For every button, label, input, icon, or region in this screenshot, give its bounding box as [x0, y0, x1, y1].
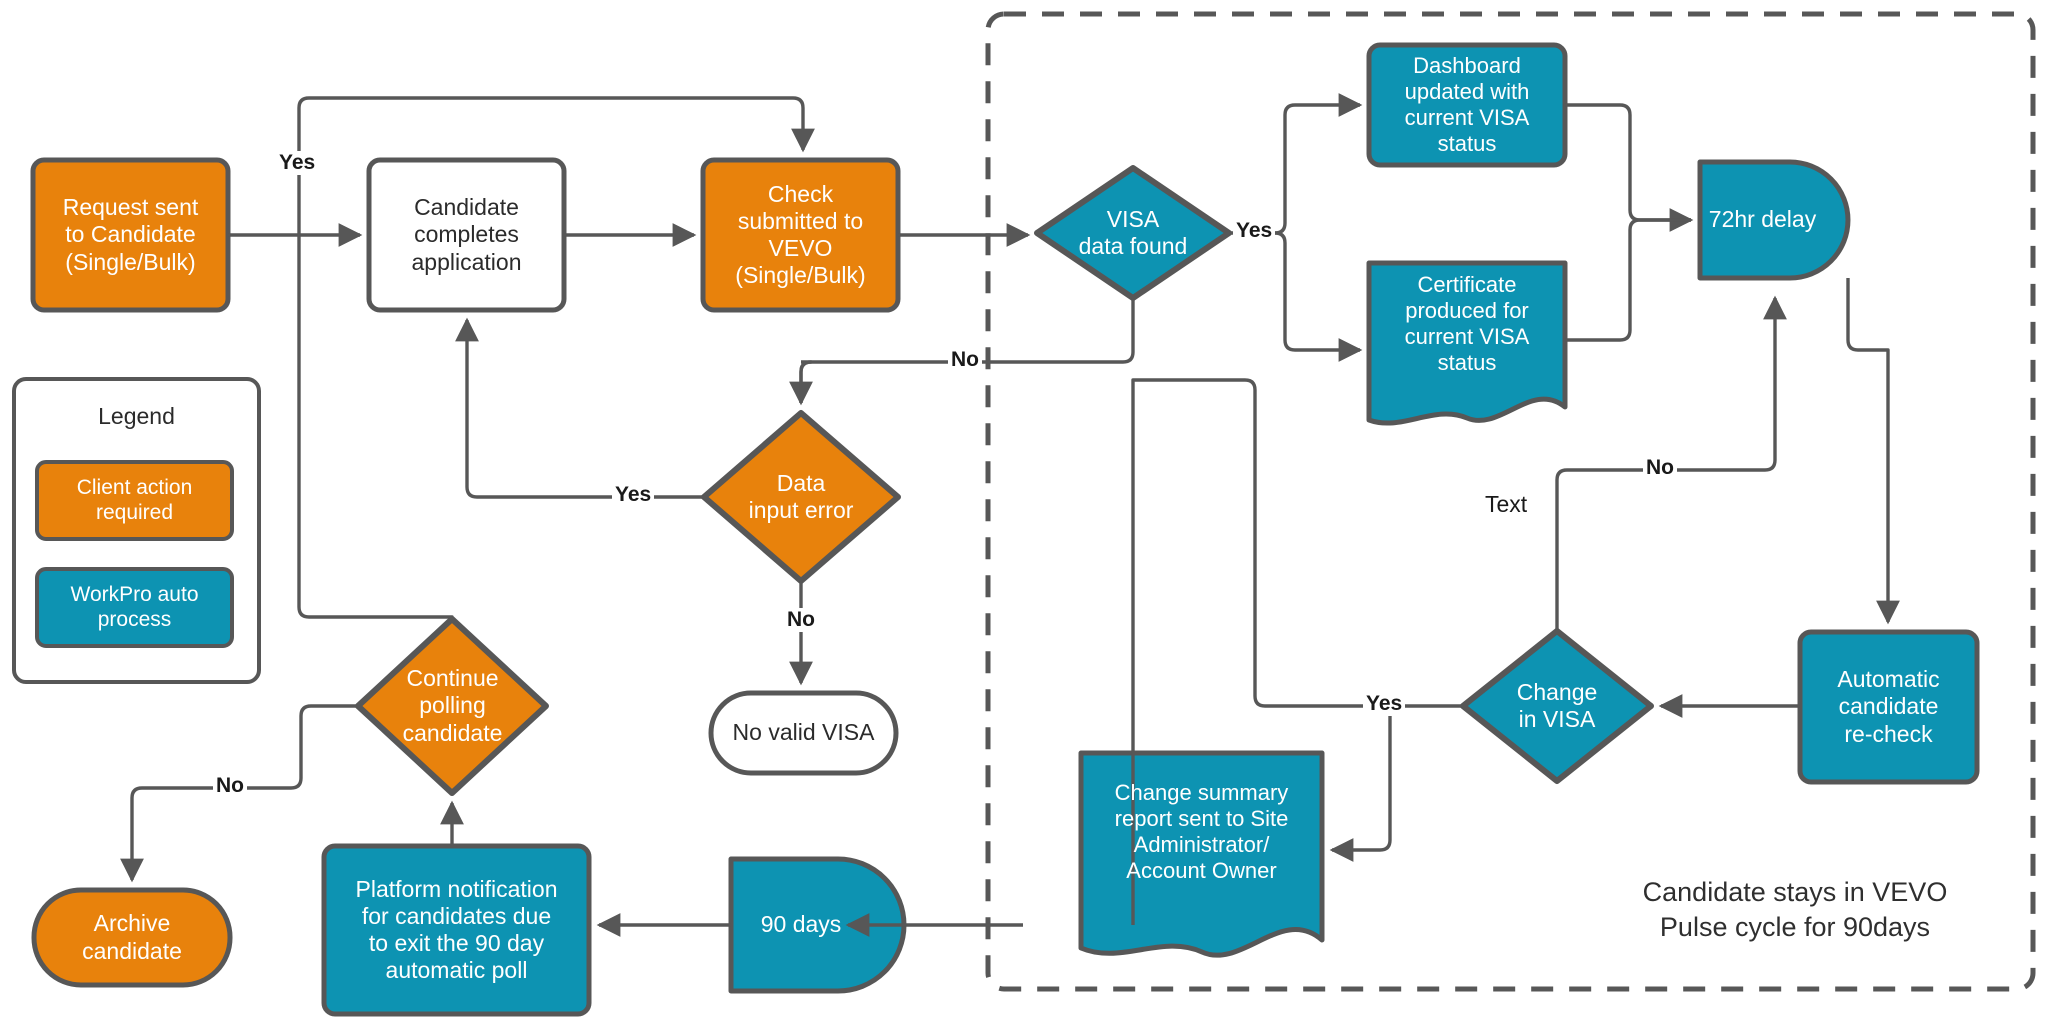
edge-label-no-check-to-error: No	[948, 348, 982, 372]
edge-dashboard-to-delay	[1565, 103, 1694, 232]
node-automatic-recheck[interactable]	[1797, 629, 1980, 785]
node-data-input-error[interactable]	[701, 410, 901, 584]
node-dashboard-updated[interactable]	[1366, 42, 1568, 168]
node-request-sent[interactable]	[30, 157, 231, 313]
edge-error-to-candidate-yes	[455, 317, 704, 499]
node-seventytwo-hr-delay[interactable]	[1697, 159, 1851, 281]
edge-label-no-error-to-novisa: No	[784, 608, 818, 632]
edge-label-no-change-to-delay: No	[1643, 456, 1677, 480]
container-note: Candidate stays in VEVO Pulse cycle for …	[1585, 875, 2005, 945]
edge-label-yes-polling-to-check: Yes	[276, 151, 319, 175]
node-archive-candidate[interactable]	[31, 887, 233, 988]
edge-visa-yes-to-dashboard	[1274, 93, 1363, 235]
edge-certificate-to-delay	[1565, 218, 1691, 342]
node-change-summary[interactable]	[1078, 750, 1325, 958]
node-visa-data-found[interactable]	[1034, 165, 1232, 301]
edge-change-yes-to-loopout	[1131, 378, 1266, 925]
edge-delay-to-recheck	[1846, 278, 1900, 625]
vevo-pulse-dashed-container	[985, 11, 2036, 992]
container-note-line: Pulse cycle for 90days	[1659, 912, 1931, 943]
edge-label-yes-change-in-visa: Yes	[1363, 692, 1406, 716]
node-no-valid-visa[interactable]	[708, 690, 899, 776]
node-platform-notification[interactable]	[321, 843, 592, 1017]
node-ninety-days[interactable]	[728, 856, 907, 994]
edge-label-text-change-branch: Text	[1482, 491, 1531, 518]
node-check-submitted[interactable]	[700, 157, 901, 313]
edge-label-yes-error-to-candidate: Yes	[612, 483, 655, 507]
container-note-line: Candidate stays in VEVO	[1642, 877, 1948, 907]
edge-no-horizontal-from-container	[799, 360, 988, 403]
node-continue-polling[interactable]	[355, 616, 549, 796]
legend-swatch-client-action	[35, 460, 234, 541]
edge-change-yes-to-summary	[1329, 706, 1392, 862]
node-certificate-produced[interactable]	[1366, 260, 1568, 426]
legend-swatch-workpro-auto	[35, 567, 234, 648]
edge-polling-to-archive-no	[120, 704, 358, 883]
node-candidate-completes[interactable]	[366, 157, 567, 313]
edge-visa-yes-to-certificate	[1274, 231, 1363, 362]
edge-polling-to-check-yes	[297, 96, 815, 619]
edge-visa-notfound-to-error	[988, 298, 1135, 364]
edge-label-no-polling-to-archive: No	[213, 774, 247, 798]
node-change-in-visa[interactable]	[1460, 628, 1654, 784]
edge-label-yes-visa-found: Yes	[1233, 219, 1276, 243]
